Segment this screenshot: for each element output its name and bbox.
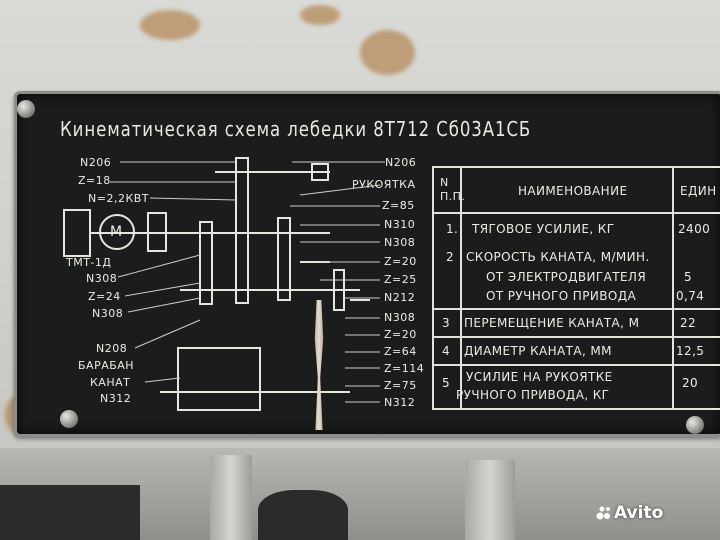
label-n310: N310 [384,218,416,231]
label-rope: КАНАТ [90,376,131,389]
label-brake: ТМТ-1Д [66,256,112,269]
rivet [17,100,35,118]
support-leg [210,455,252,540]
label-n208: N208 [96,342,128,355]
drum [177,347,261,411]
label-z20-b: Z=20 [384,328,417,341]
name-plate [14,91,720,437]
label-n308-right-2: N308 [384,311,416,324]
table-header-number: N П.П. [440,176,466,203]
base-shadow [258,490,348,540]
table-divider [432,364,720,366]
rust-spot [140,10,200,40]
handle-box [311,163,329,181]
table-divider [672,166,674,408]
label-z85: Z=85 [382,199,415,212]
table-divider [432,212,720,214]
table-row-value: 2400 [678,222,711,236]
brake-block [63,209,91,257]
gear-2 [277,217,291,301]
table-row-num: 4 [442,344,451,358]
table-row-value: 20 [682,376,699,390]
table-row-num: 1. [446,222,459,236]
plate-title: Кинематическая схема лебедки 8Т712 Сб03А… [60,117,532,141]
label-n308-right: N308 [384,236,416,249]
table-divider [432,336,720,338]
avito-dots-icon [596,506,610,520]
motor-icon: М [110,224,123,240]
avito-watermark: Avito [614,503,664,523]
spec-table [432,166,720,410]
label-z114: Z=114 [384,362,425,375]
label-z64: Z=64 [384,345,417,358]
label-drum: БАРАБАН [78,359,135,372]
table-header-name: НАИМЕНОВАНИЕ [518,184,628,198]
rust-spot [300,5,340,25]
table-row-name: ОТ ЭЛЕКТРОДВИГАТЕЛЯ [486,270,647,284]
table-row-name: ОТ РУЧНОГО ПРИВОДА [486,289,637,303]
label-z20-a: Z=20 [384,255,417,268]
rivet [60,410,78,428]
table-row-name: УСИЛИЕ НА РУКОЯТКЕ [466,370,613,384]
gear-3 [199,221,213,305]
support-leg [465,460,515,540]
paint-scratch [314,300,324,430]
label-z25: Z=25 [384,273,417,286]
label-n312-left: N312 [100,392,132,405]
table-divider [460,166,462,408]
label-n212: N212 [384,291,416,304]
table-row-name: ТЯГОВОЕ УСИЛИЕ, КГ [472,222,615,236]
rivet [686,416,704,434]
table-row-name: ДИАМЕТР КАНАТА, ММ [464,344,612,358]
table-row-num: 2 [446,250,455,264]
table-row-num: 3 [442,316,451,330]
table-row-name: РУЧНОГО ПРИВОДА, КГ [456,388,610,402]
table-row-value: 22 [680,316,697,330]
table-divider [432,308,720,310]
label-z24: Z=24 [88,290,121,303]
table-row-value: 12,5 [676,344,705,358]
label-z18: Z=18 [78,174,111,187]
table-row-num: 5 [442,376,451,390]
rust-spot [360,30,415,75]
label-n308-left: N308 [86,272,118,285]
label-n206-right: N206 [385,156,417,169]
table-row-value: 5 [684,270,693,284]
label-n312-right: N312 [384,396,416,409]
label-z75: Z=75 [384,379,417,392]
table-row-value: 0,74 [676,289,705,303]
label-n308-left-2: N308 [92,307,124,320]
gear-1 [235,157,249,304]
base-shadow [0,485,140,540]
table-row-name: ПЕРЕМЕЩЕНИЕ КАНАТА, М [464,316,640,330]
label-handle: РУКОЯТКА [352,178,416,191]
label-n206-left: N206 [80,156,112,169]
label-power: N=2,2КВТ [88,192,150,205]
table-header-unit: ЕДИН [680,184,717,198]
table-row-name: СКОРОСТЬ КАНАТА, М/МИН. [466,250,650,264]
